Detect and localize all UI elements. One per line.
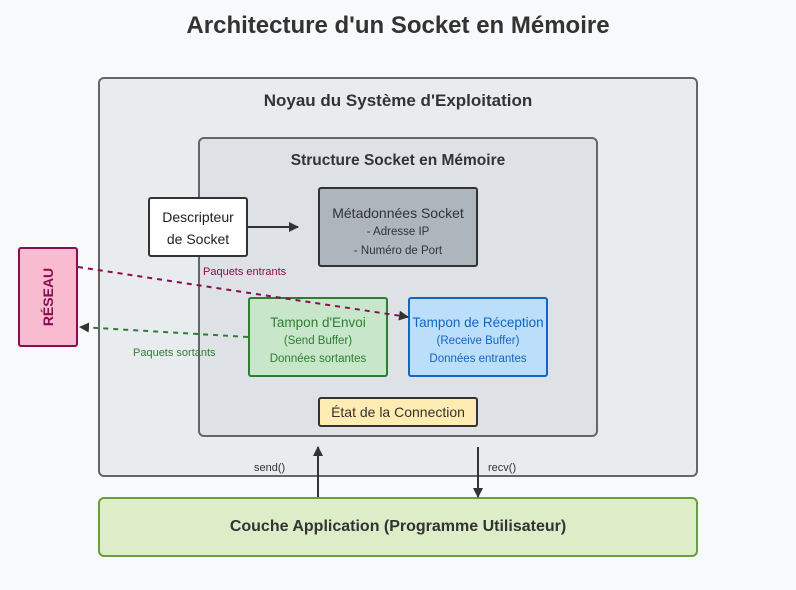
- send-call-label: send(): [254, 462, 286, 474]
- send-buffer-desc: Données sortantes: [269, 353, 367, 365]
- incoming-packets-label: Paquets entrants: [203, 266, 287, 278]
- kernel-title: Noyau du Système d'Exploitation: [263, 91, 533, 110]
- application-layer-box: Couche Application (Programme Utilisateu…: [98, 497, 698, 557]
- outgoing-packets-label: Paquets sortants: [133, 347, 216, 359]
- send-buffer-title: Tampon d'Envoi: [270, 315, 366, 330]
- diagram-title: Architecture d'un Socket en Mémoire: [186, 12, 610, 39]
- receive-buffer-subtitle: (Receive Buffer): [436, 335, 520, 347]
- send-buffer-box: Tampon d'Envoi (Send Buffer) Données sor…: [248, 297, 388, 377]
- metadata-port: - Numéro de Port: [353, 245, 443, 257]
- descriptor-line-2: de Socket: [166, 231, 230, 247]
- recv-call-label: recv(): [488, 462, 517, 474]
- receive-buffer-desc: Données entrantes: [429, 353, 527, 365]
- metadata-ip: - Adresse IP: [366, 226, 430, 238]
- metadata-title: Métadonnées Socket: [332, 205, 464, 221]
- receive-buffer-box: Tampon de Réception (Receive Buffer) Don…: [408, 297, 548, 377]
- socket-metadata-box: Métadonnées Socket - Adresse IP - Numéro…: [318, 187, 478, 267]
- send-buffer-subtitle: (Send Buffer): [283, 335, 353, 347]
- socket-structure-title: Structure Socket en Mémoire: [290, 152, 506, 169]
- receive-buffer-title: Tampon de Réception: [412, 315, 544, 330]
- outgoing-packets-arrow: [79, 322, 249, 338]
- network-box: [18, 247, 78, 347]
- socket-descriptor-box: Descripteur de Socket: [148, 197, 248, 257]
- connection-state-box: État de la Connection: [318, 397, 478, 427]
- descriptor-line-1: Descripteur: [162, 209, 234, 225]
